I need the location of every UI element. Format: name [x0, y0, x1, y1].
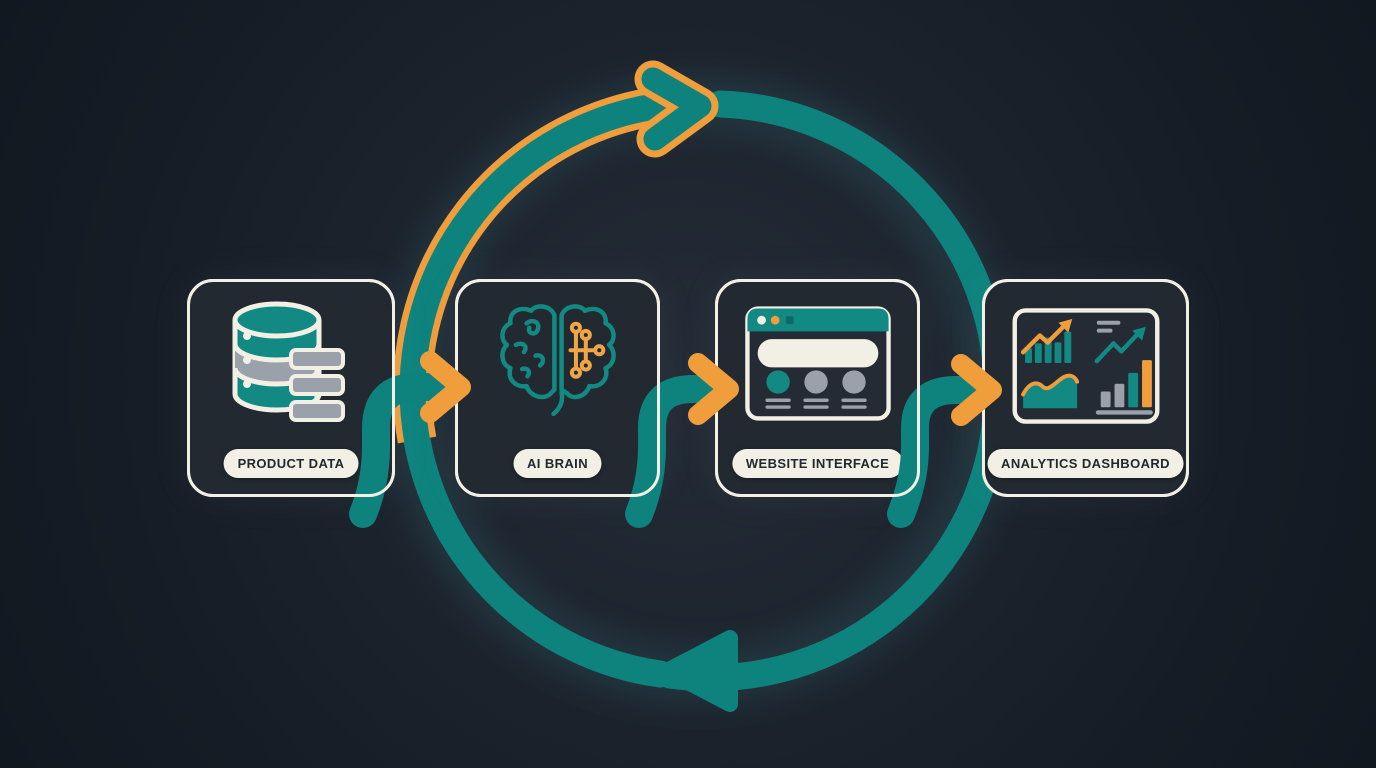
- node-frame-product-data: [187, 279, 395, 497]
- node-frame-website-interface: [715, 279, 920, 497]
- analytics-charts-icon: [1012, 308, 1159, 424]
- node-label-analytics-dashboard: ANALYTICS DASHBOARD: [987, 449, 1184, 478]
- node-label-website-interface: WEBSITE INTERFACE: [731, 449, 904, 478]
- browser-window-icon: [744, 306, 891, 421]
- node-frame-ai-brain: [455, 279, 660, 497]
- browser-dot-orange: [770, 315, 780, 325]
- node-analytics-dashboard: ANALYTICS DASHBOARD: [982, 279, 1189, 497]
- cycle-arrow-bottom-icon: [659, 630, 738, 712]
- database-icon: [232, 301, 345, 422]
- browser-hero-bar: [757, 339, 878, 368]
- cycle-arrow-top-outline: [634, 60, 719, 158]
- node-frame-analytics-dashboard: [982, 279, 1189, 497]
- browser-dot-square: [785, 316, 794, 325]
- node-label-product-data: PRODUCT DATA: [223, 449, 359, 478]
- browser-dot-cream: [756, 315, 766, 325]
- node-website-interface: WEBSITE INTERFACE: [715, 279, 920, 497]
- node-label-ai-brain: AI BRAIN: [513, 449, 602, 478]
- bar-chart-trend-up: [1024, 331, 1071, 364]
- cycle-arrow-top-icon: [641, 67, 712, 151]
- ai-brain-icon: [499, 304, 616, 417]
